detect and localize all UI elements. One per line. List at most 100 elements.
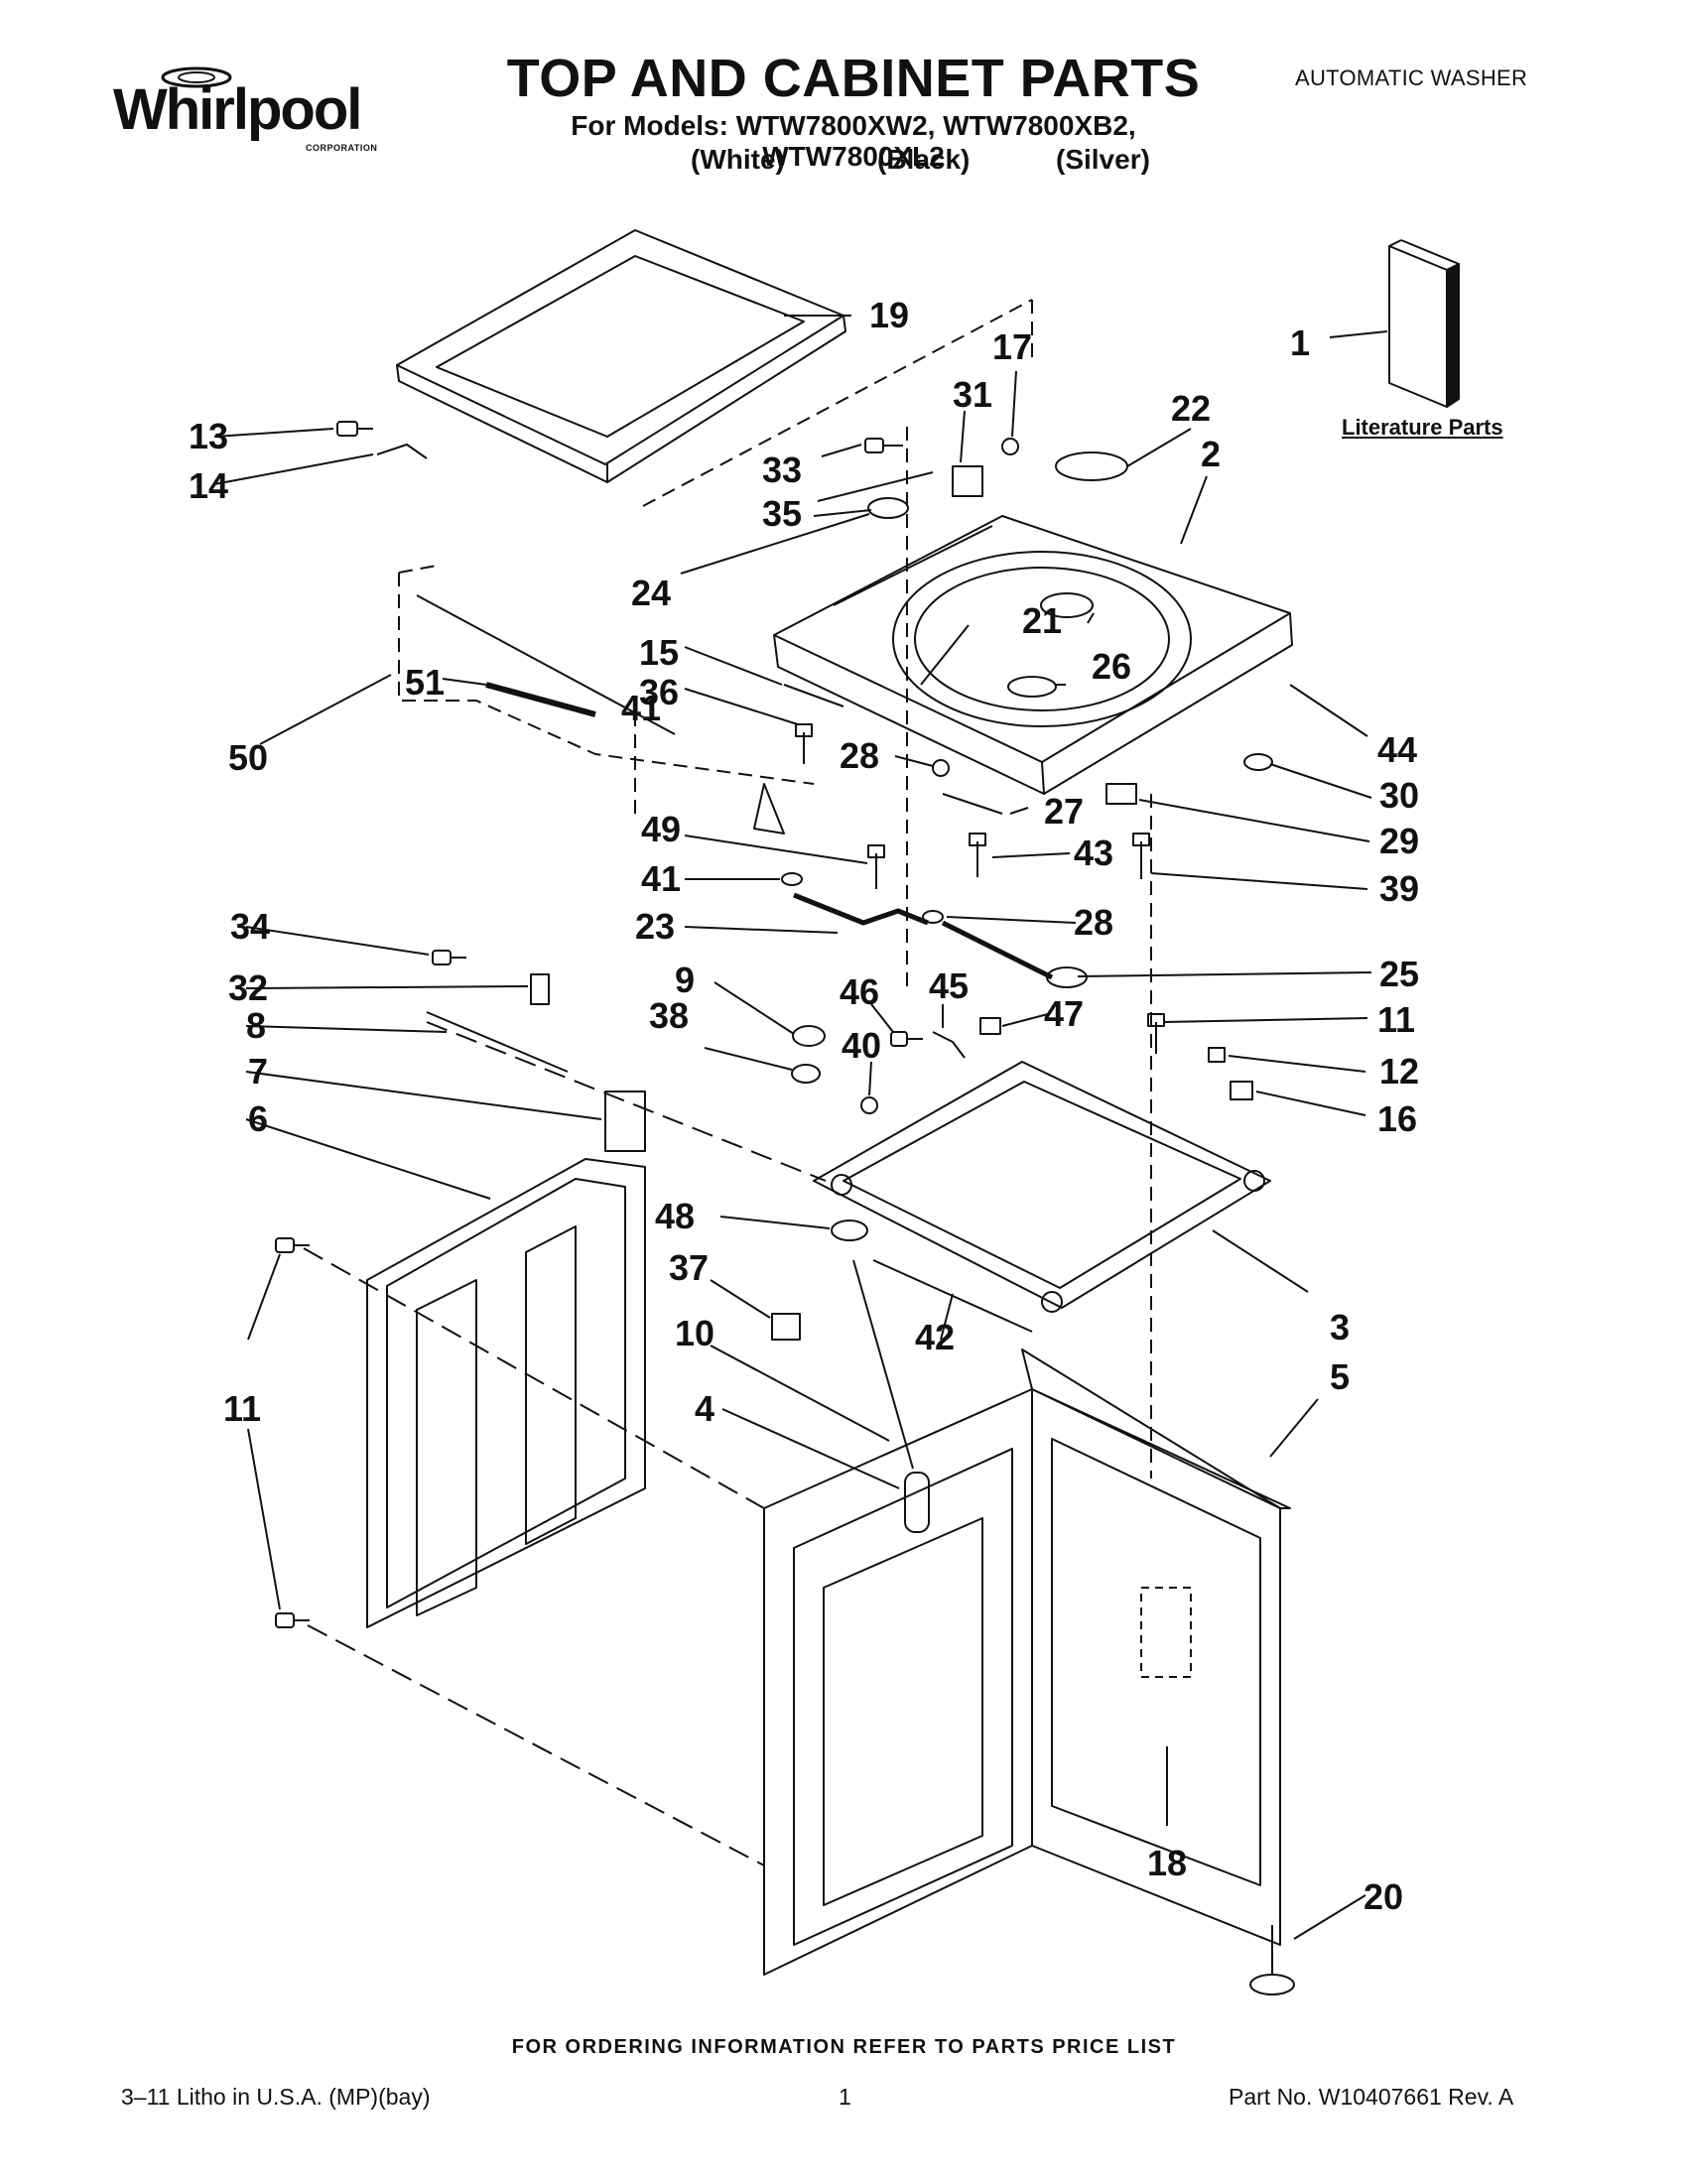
cable-50-icon: [416, 594, 676, 735]
screw-49-icon: [867, 844, 885, 889]
callout-labels: 1234567891011111213141516171819202122232…: [189, 295, 1419, 1917]
callout-26: 26: [1092, 646, 1131, 687]
callout-7: 7: [248, 1051, 268, 1092]
wire-45-icon: [932, 1031, 966, 1059]
callout-35: 35: [762, 493, 802, 534]
callout-10: 10: [675, 1313, 714, 1353]
callout-49: 49: [641, 809, 681, 849]
callout-30: 30: [1379, 775, 1419, 816]
part-29-icon: [1105, 783, 1137, 805]
callout-1: 1: [1290, 322, 1310, 363]
part-24-icon: [867, 497, 909, 519]
whirlpool-logo: Whirlpool CORPORATION: [107, 58, 385, 167]
part-37-icon: [771, 1313, 801, 1341]
screw-46-icon: [890, 1031, 923, 1047]
cabinet-part: [763, 1349, 1291, 1976]
appliance-type: AUTOMATIC WASHER: [1295, 65, 1528, 90]
color-silver: (Silver): [1056, 144, 1150, 175]
literature-parts-label: Literature Parts: [1342, 415, 1503, 440]
callout-32: 32: [228, 967, 268, 1008]
color-black: (Black): [877, 144, 971, 175]
callout-42: 42: [915, 1317, 955, 1357]
lid-lock-icon: [753, 783, 785, 835]
rod-10-icon: [852, 1259, 914, 1470]
callout-28: 28: [840, 735, 879, 776]
callout-48: 48: [655, 1196, 695, 1236]
callout-50: 50: [228, 737, 268, 778]
suspension-25-icon: [941, 920, 1054, 980]
logo-corporation: CORPORATION: [306, 143, 378, 153]
callout-39: 39: [1379, 868, 1419, 909]
callout-24: 24: [631, 573, 671, 613]
ordering-note: FOR ORDERING INFORMATION REFER TO PARTS …: [511, 2036, 1177, 2058]
leader-lines: [213, 315, 1388, 1940]
washer-28b-icon: [922, 910, 944, 924]
color-white: (White): [691, 144, 785, 175]
part-27-icon: [942, 793, 1003, 815]
callout-16: 16: [1377, 1098, 1417, 1139]
callout-51: 51: [405, 662, 445, 703]
callout-22: 22: [1171, 388, 1211, 429]
callout-47: 47: [1044, 993, 1084, 1034]
part-30-icon: [1243, 753, 1273, 771]
callout-34: 34: [230, 906, 270, 947]
part-48-icon: [831, 1220, 868, 1241]
callout-6: 6: [248, 1098, 268, 1139]
callout-28: 28: [1074, 902, 1113, 943]
base-frame-part: [813, 1061, 1271, 1313]
page-number: 1: [839, 2084, 851, 2110]
screw-11-lower-icon: [275, 1612, 310, 1628]
logo-swirl-icon: [161, 66, 232, 88]
callout-13: 13: [189, 416, 228, 456]
part-16-icon: [1208, 1047, 1226, 1063]
callout-41: 41: [621, 688, 661, 728]
washer-41-icon: [781, 872, 803, 886]
suspension-23-icon: [793, 892, 929, 926]
screw-36-icon: [795, 723, 813, 764]
callout-29: 29: [1379, 821, 1419, 861]
callout-17: 17: [992, 326, 1032, 367]
screw-11-upper-icon: [275, 1237, 310, 1253]
callout-41: 41: [641, 858, 681, 899]
part-40-icon: [860, 1096, 878, 1114]
callout-37: 37: [669, 1247, 709, 1288]
part-22-icon: [1055, 451, 1128, 481]
callout-12: 12: [1379, 1051, 1419, 1092]
callout-8: 8: [246, 1005, 266, 1046]
page-title: TOP AND CABINET PARTS: [506, 49, 1201, 108]
callout-31: 31: [953, 374, 992, 415]
screw-33-icon: [864, 438, 903, 453]
callout-25: 25: [1379, 954, 1419, 994]
screw-13-icon: [336, 421, 373, 437]
rod-8-icon: [426, 1011, 569, 1073]
callout-11: 11: [1377, 999, 1415, 1040]
part-12-icon: [1230, 1081, 1253, 1100]
part-9-icon: [792, 1025, 826, 1047]
callout-11: 11: [223, 1388, 261, 1429]
callout-19: 19: [869, 295, 909, 335]
callout-14: 14: [189, 465, 228, 506]
lid-lock-frame: [398, 565, 815, 785]
callout-27: 27: [1044, 791, 1084, 832]
model-list: For Models: WTW7800XW2, WTW7800XB2, WTW7…: [571, 110, 1136, 172]
part-15-icon: [783, 684, 844, 707]
part-number: Part No. W10407661 Rev. A: [1229, 2084, 1514, 2110]
callout-46: 46: [840, 971, 879, 1012]
logo-text: Whirlpool: [113, 77, 362, 142]
part-7-icon: [604, 1091, 646, 1152]
callout-3: 3: [1330, 1307, 1350, 1348]
part-31-icon: [952, 465, 983, 497]
screw-11-top-icon: [1147, 1013, 1165, 1054]
hinge-14-icon: [376, 444, 428, 459]
lid-part: [396, 229, 846, 483]
callout-43: 43: [1074, 833, 1113, 873]
cabinet-guide-lines: [303, 1021, 827, 1866]
part-26-icon: [1007, 676, 1057, 698]
part-25-foot-icon: [1046, 966, 1088, 988]
guide-lines: [634, 427, 1152, 1478]
callout-23: 23: [635, 906, 675, 947]
rear-panel-part: [366, 1158, 646, 1628]
litho-info: 3–11 Litho in U.S.A. (MP)(bay): [121, 2084, 431, 2110]
part-47-icon: [979, 1017, 1001, 1035]
